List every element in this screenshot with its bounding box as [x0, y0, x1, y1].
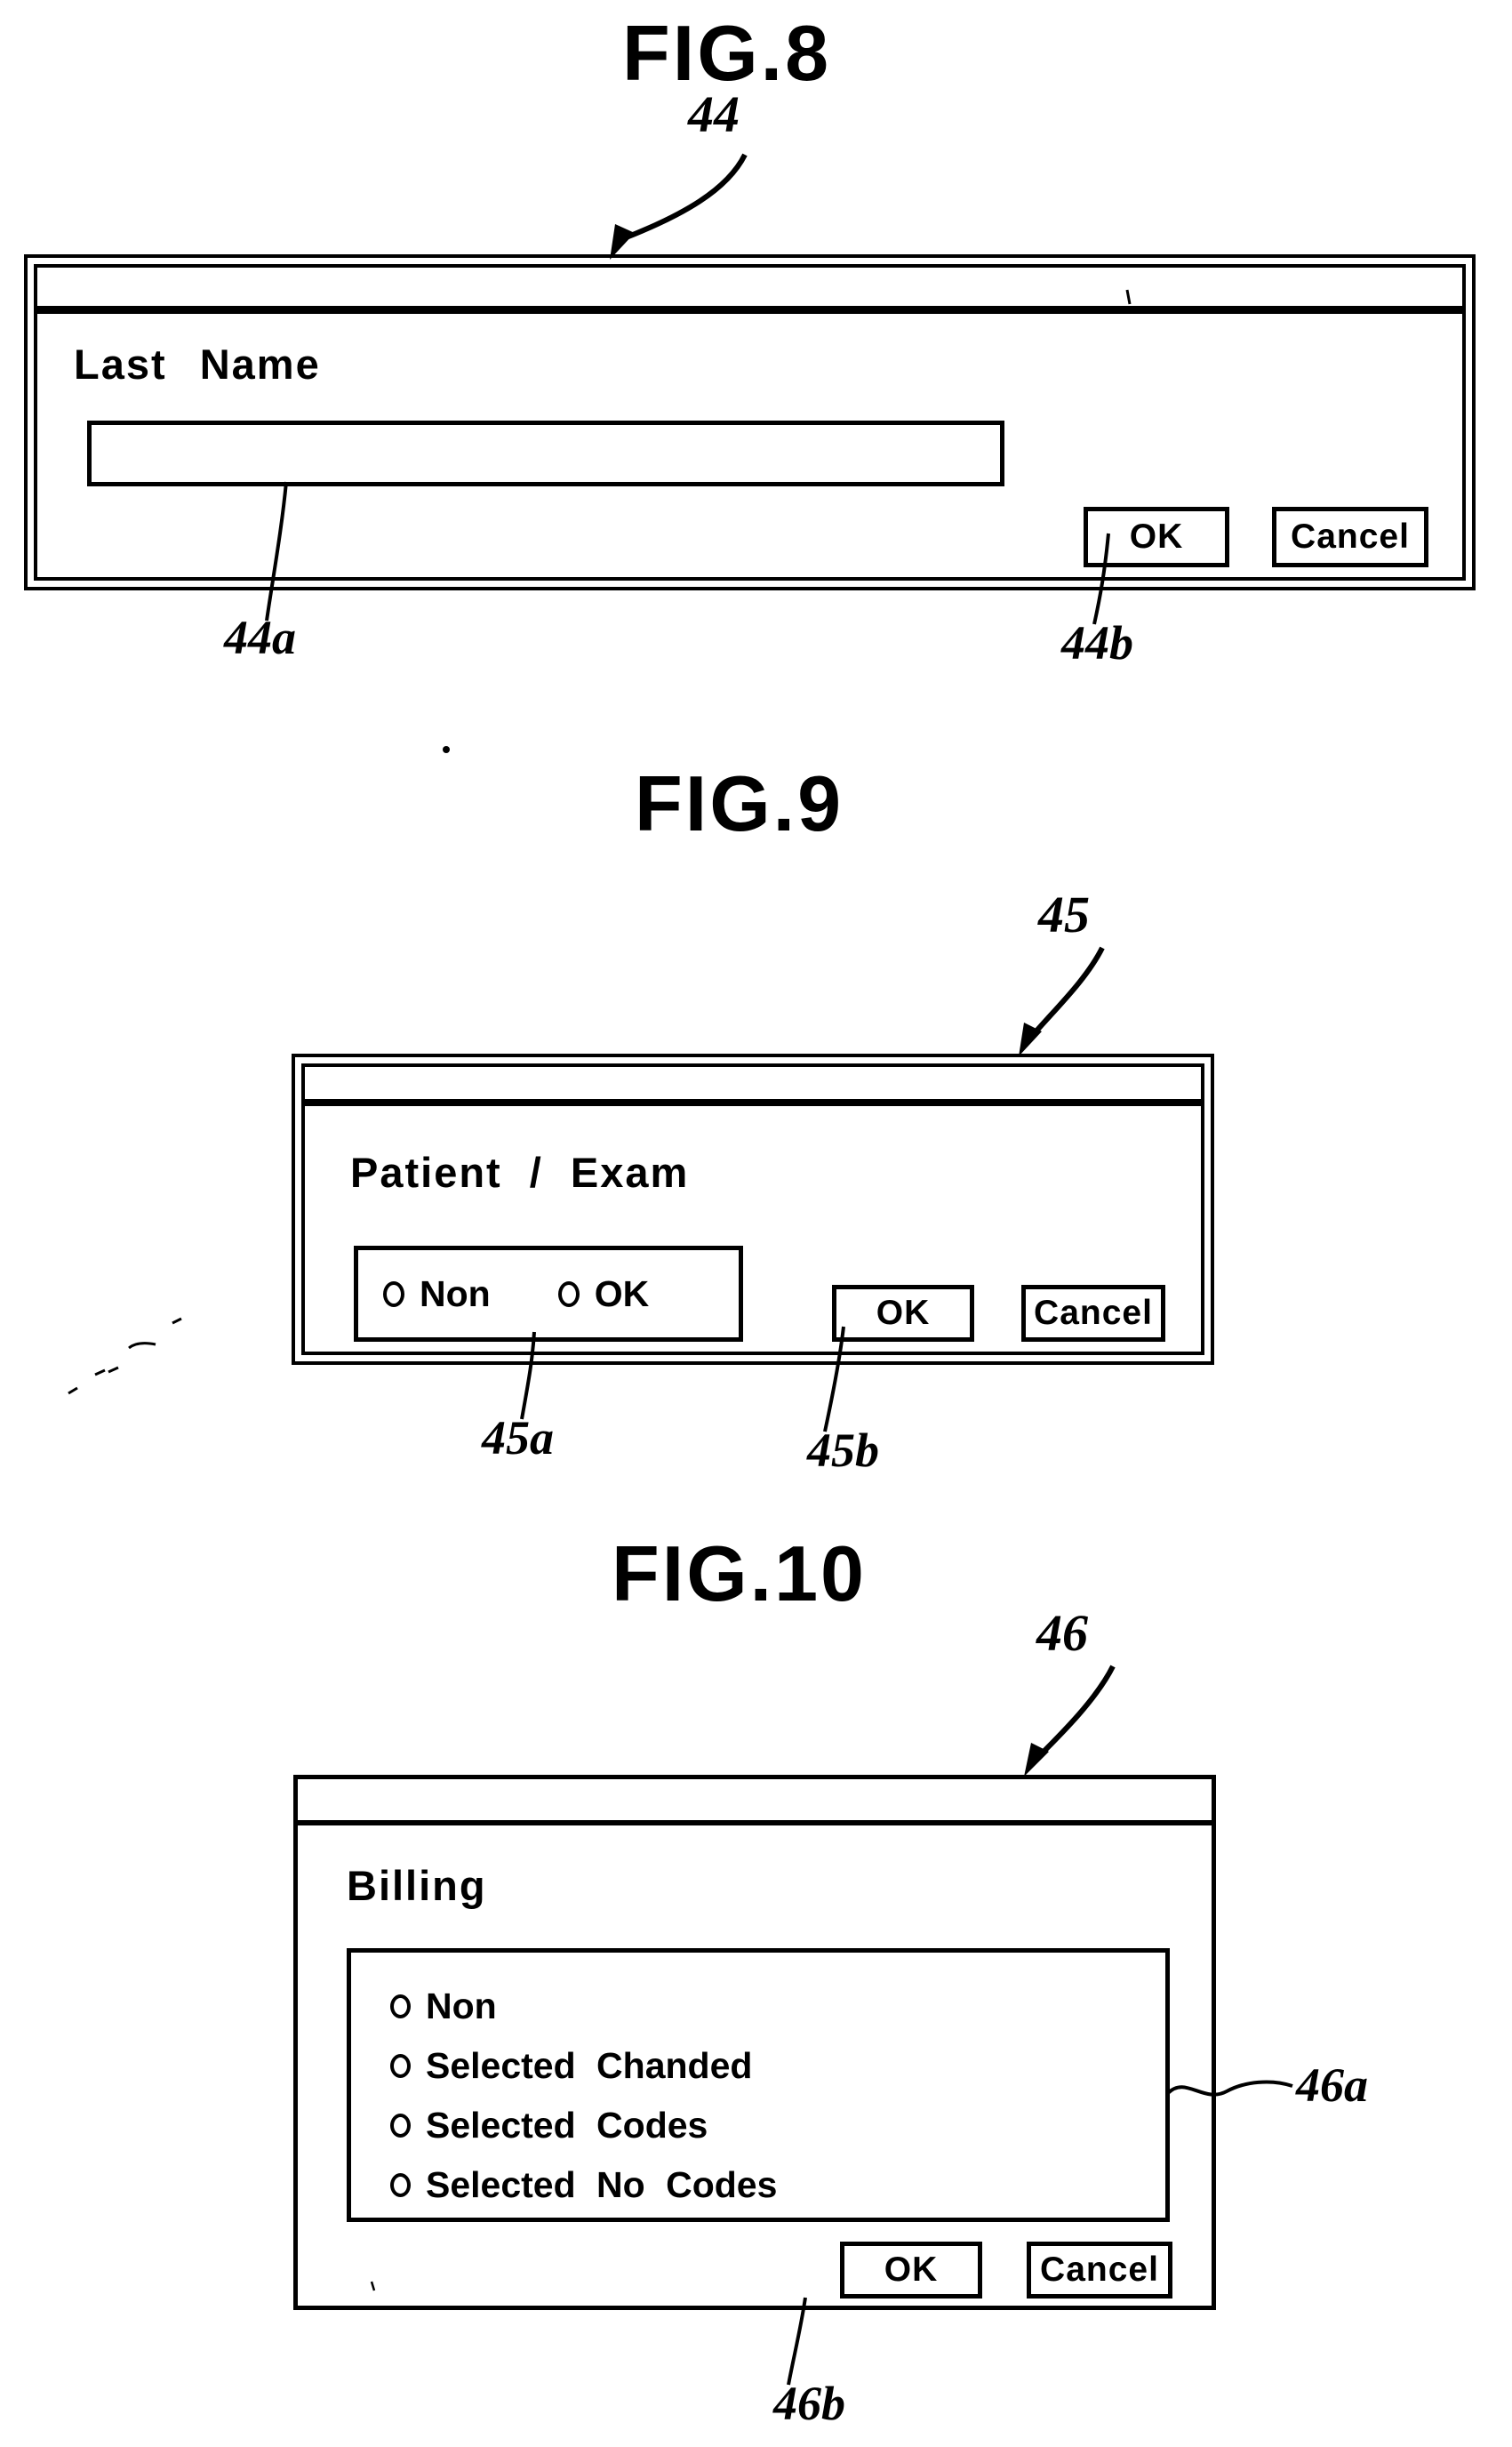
fig8-callout-44b: 44b — [1061, 616, 1133, 670]
fig10-ok-button[interactable]: OK — [840, 2242, 982, 2299]
patient-exam-radio-group: Non OK — [354, 1246, 743, 1342]
fig9-cancel-button[interactable]: Cancel — [1021, 1285, 1165, 1342]
billing-label: Billing — [347, 1862, 487, 1909]
fig8-ok-button[interactable]: OK — [1084, 507, 1229, 567]
callout-46b-leader-line — [787, 2297, 807, 2386]
radio-option-ok[interactable]: OK — [557, 1272, 650, 1314]
radio-ok-icon[interactable] — [557, 1280, 580, 1307]
radio-non-icon[interactable] — [383, 1280, 404, 1307]
ref-45-arrow-line — [1030, 946, 1105, 1037]
ref-46-arrowhead — [1024, 1743, 1049, 1777]
fig9-ok-button[interactable]: OK — [832, 1285, 974, 1342]
billing-dialog-titlebar[interactable] — [298, 1779, 1212, 1825]
fig8-ref-numeral: 44 — [688, 85, 740, 143]
fig9-callout-45b: 45b — [807, 1424, 879, 1477]
scan-mark-1 — [172, 1317, 182, 1325]
fig10-callout-46a: 46a — [1296, 2058, 1368, 2112]
patient-exam-dialog-titlebar[interactable] — [305, 1067, 1201, 1106]
billing-selected-codes-label: Selected Codes — [426, 2105, 708, 2146]
billing-options-box: Non Selected Chanded Selected Codes Sele… — [347, 1948, 1170, 2222]
ref-45-arrowhead — [1019, 1023, 1042, 1056]
last-name-input[interactable] — [87, 421, 1004, 486]
billing-option-selected-chanded[interactable]: Selected Chanded — [390, 2048, 1165, 2084]
fig8-cancel-button[interactable]: Cancel — [1272, 507, 1428, 567]
radio-non-label: Non — [420, 1272, 491, 1314]
fig10-cancel-button[interactable]: Cancel — [1027, 2242, 1172, 2299]
radio-selected-codes-icon[interactable] — [390, 2114, 411, 2138]
billing-option-selected-no-codes[interactable]: Selected No Codes — [390, 2167, 1165, 2203]
fig9-callout-45a: 45a — [482, 1411, 554, 1464]
radio-selected-no-codes-icon[interactable] — [390, 2173, 411, 2197]
billing-option-selected-codes[interactable]: Selected Codes — [390, 2107, 1165, 2144]
fig10-callout-46b: 46b — [773, 2377, 845, 2430]
last-name-dialog-frame — [34, 264, 1466, 581]
billing-option-non[interactable]: Non — [390, 1988, 1165, 2025]
patient-exam-dialog-frame — [301, 1063, 1204, 1355]
fig9-title: FIG.9 — [635, 759, 844, 847]
scan-dot-mid — [443, 746, 450, 753]
scan-mark-4 — [68, 1386, 78, 1395]
radio-ok-label: OK — [594, 1272, 650, 1314]
billing-dialog: Billing Non Selected Chanded Selected Co… — [293, 1775, 1216, 2310]
scan-mark-2 — [128, 1342, 156, 1350]
radio-billing-non-icon[interactable] — [390, 1994, 411, 2018]
patient-exam-label: Patient / Exam — [350, 1149, 690, 1196]
last-name-dialog-titlebar[interactable] — [37, 268, 1462, 314]
billing-selected-no-codes-label: Selected No Codes — [426, 2164, 778, 2205]
ref-44-arrow-line — [622, 153, 748, 241]
radio-selected-chanded-icon[interactable] — [390, 2054, 411, 2078]
last-name-field-label: Last Name — [74, 341, 321, 388]
radio-option-non[interactable]: Non — [383, 1272, 491, 1314]
fig10-ref-numeral: 46 — [1036, 1604, 1088, 1662]
fig8-title: FIG.8 — [622, 9, 832, 97]
billing-non-label: Non — [426, 1986, 497, 2026]
ref-46-arrow-line — [1037, 1665, 1116, 1758]
fig8-callout-44a: 44a — [224, 611, 296, 664]
scan-mark-3 — [94, 1366, 119, 1376]
last-name-dialog: Last Name OK Cancel — [24, 254, 1476, 590]
fig10-title: FIG.10 — [612, 1529, 867, 1617]
patient-exam-dialog: Patient / Exam Non OK OK Cancel — [292, 1054, 1214, 1365]
billing-selected-chanded-label: Selected Chanded — [426, 2045, 753, 2086]
fig9-ref-numeral: 45 — [1038, 886, 1090, 943]
